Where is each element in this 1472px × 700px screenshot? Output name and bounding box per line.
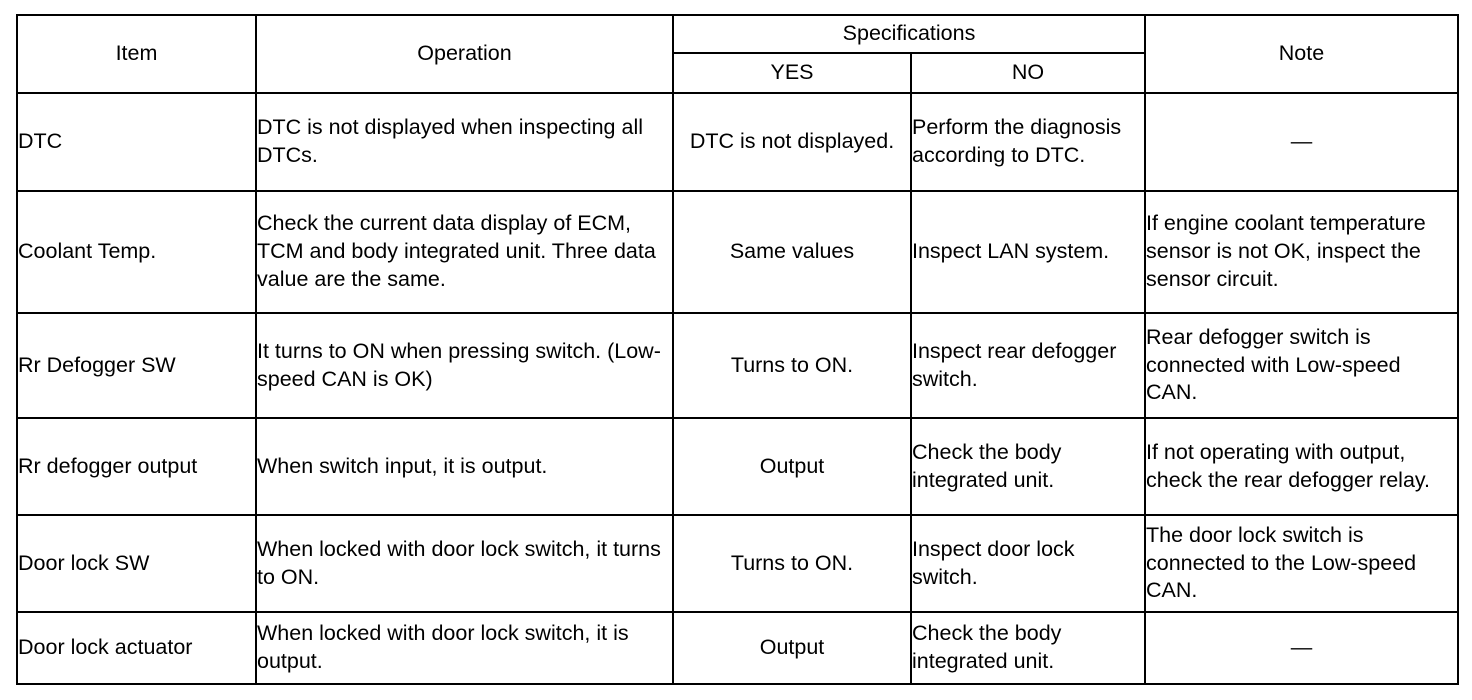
table-row: Rr defogger output When switch input, it… <box>16 417 1459 516</box>
cell-spec-no: Inspect rear defogger switch. <box>910 312 1146 419</box>
cell-operation: Check the current data display of ECM, T… <box>255 190 674 314</box>
cell-operation: DTC is not displayed when inspecting all… <box>255 92 674 192</box>
cell-note: — <box>1144 92 1459 192</box>
cell-spec-no: Inspect door lock switch. <box>910 514 1146 613</box>
cell-spec-no: Check the body integrated unit. <box>910 611 1146 685</box>
cell-spec-yes: DTC is not displayed. <box>672 92 912 192</box>
header-row-secondary: YES NO <box>17 52 1458 94</box>
cell-spec-no: Inspect LAN system. <box>910 190 1146 314</box>
table-row: Coolant Temp. Check the current data dis… <box>16 190 1459 314</box>
cell-spec-no: Perform the diagnosis according to DTC. <box>910 92 1146 192</box>
column-header-yes: YES <box>672 52 912 94</box>
table-row: Door lock actuator When locked with door… <box>16 611 1459 685</box>
column-header-note: Note <box>1144 14 1459 94</box>
cell-operation: When switch input, it is output. <box>255 417 674 516</box>
cell-operation: When locked with door lock switch, it is… <box>255 611 674 685</box>
cell-operation: It turns to ON when pressing switch. (Lo… <box>255 312 674 419</box>
cell-note: Rear defogger switch is connected with L… <box>1144 312 1459 419</box>
table-row: Door lock SW When locked with door lock … <box>16 514 1459 613</box>
cell-spec-yes: Output <box>672 611 912 685</box>
cell-spec-yes: Output <box>672 417 912 516</box>
cell-item: Coolant Temp. <box>16 190 257 314</box>
column-header-operation: Operation <box>255 14 674 94</box>
header-row-primary: Item Operation Specifications Note <box>16 14 1459 94</box>
cell-item: Door lock SW <box>16 514 257 613</box>
table-row: Rr Defogger SW It turns to ON when press… <box>16 312 1459 419</box>
cell-note: — <box>1144 611 1459 685</box>
cell-note: If not operating with output, check the … <box>1144 417 1459 516</box>
cell-item: Rr defogger output <box>16 417 257 516</box>
column-header-item: Item <box>16 14 257 94</box>
cell-spec-yes: Same values <box>672 190 912 314</box>
cell-spec-yes: Turns to ON. <box>672 312 912 419</box>
cell-item: DTC <box>16 92 257 192</box>
table-header: Item Operation Specifications Note YES N… <box>16 14 1459 94</box>
cell-note: If engine coolant temperature sensor is … <box>1144 190 1459 314</box>
cell-item: Rr Defogger SW <box>16 312 257 419</box>
column-header-no: NO <box>910 52 1146 94</box>
table-body: DTC DTC is not displayed when inspecting… <box>16 92 1459 685</box>
cell-spec-yes: Turns to ON. <box>672 514 912 613</box>
column-header-specifications: Specifications <box>672 14 1146 54</box>
cell-operation: When locked with door lock switch, it tu… <box>255 514 674 613</box>
cell-spec-no: Check the body integrated unit. <box>910 417 1146 516</box>
table-row: DTC DTC is not displayed when inspecting… <box>16 92 1459 192</box>
cell-item: Door lock actuator <box>16 611 257 685</box>
diagnosis-table: Item Operation Specifications Note YES N… <box>16 14 1459 685</box>
cell-note: The door lock switch is connected to the… <box>1144 514 1459 613</box>
